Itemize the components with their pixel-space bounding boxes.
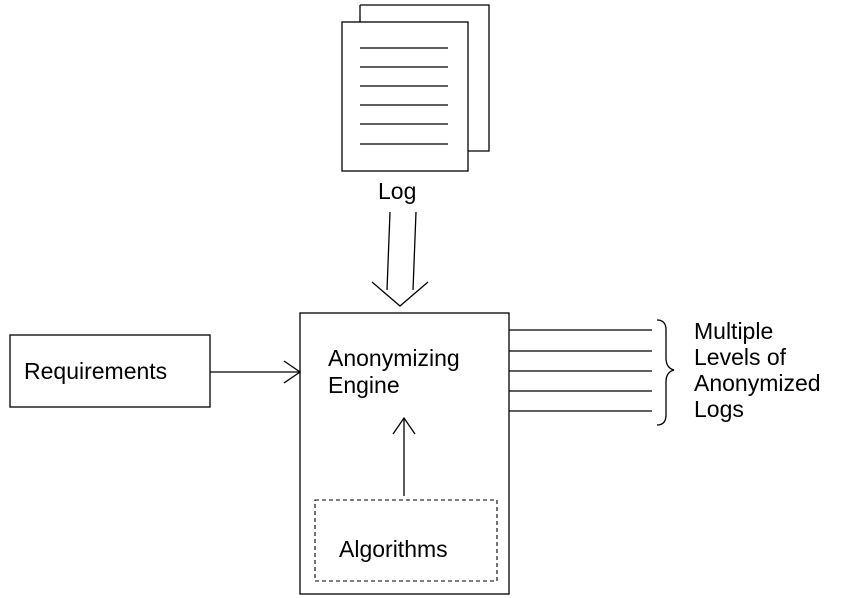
engine-label-line2: Engine — [328, 372, 400, 398]
requirements-label: Requirements — [24, 358, 168, 384]
output-label-line: Levels of — [694, 344, 787, 370]
requirements-box — [9, 334, 211, 408]
requirements-to-engine-arrow — [210, 360, 302, 384]
log-label: Log — [378, 178, 417, 204]
log-to-engine-arrow — [371, 211, 429, 307]
output-label-line: Anonymized — [694, 370, 821, 396]
anonymizing-engine-box — [299, 312, 510, 595]
log-document-icon — [341, 4, 490, 172]
algorithms-box — [314, 499, 498, 582]
algorithms-label: Algorithms — [339, 536, 448, 562]
output-brace — [656, 319, 675, 426]
output-label-line: Multiple — [694, 318, 774, 344]
algorithms-to-engine-arrow — [392, 416, 416, 496]
engine-label-line1: Anonymizing — [328, 345, 460, 371]
output-label-line: Logs — [694, 396, 744, 422]
output-lines — [509, 329, 652, 412]
